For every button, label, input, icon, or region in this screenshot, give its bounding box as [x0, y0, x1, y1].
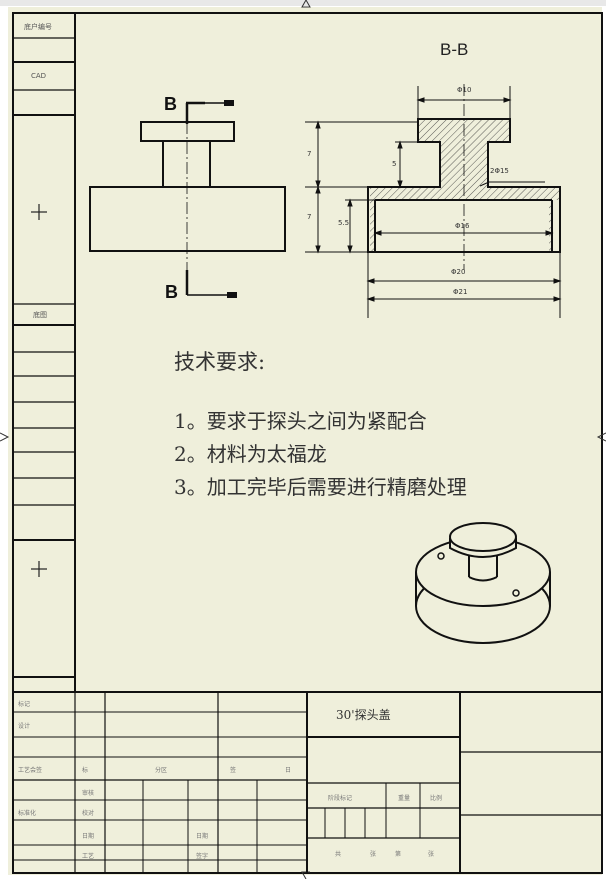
part-name: 30'探头盖 [336, 708, 391, 722]
tech-req-item: 1。要求于探头之间为紧配合 [174, 409, 427, 433]
registration-crosshairs [31, 204, 47, 577]
svg-text:共: 共 [335, 850, 341, 858]
dim-body-diameter: Φ20 [451, 268, 466, 276]
section-cut-top [185, 100, 234, 124]
svg-text:标记: 标记 [18, 700, 30, 708]
svg-text:阶段标记: 阶段标记 [328, 794, 352, 802]
section-title: B-B [440, 40, 469, 59]
svg-text:分区: 分区 [155, 766, 167, 774]
svg-text:工艺会签: 工艺会签 [18, 766, 42, 774]
svg-text:日: 日 [285, 767, 291, 774]
svg-text:张: 张 [428, 850, 434, 858]
svg-text:重量: 重量 [398, 794, 410, 802]
front-view-body [89, 186, 286, 252]
dim-top-diameter: Φ10 [457, 86, 472, 94]
dim-height-neck: 5 [392, 160, 397, 168]
svg-text:张: 张 [370, 850, 376, 858]
section-hatch [370, 119, 560, 252]
svg-text:第: 第 [395, 850, 401, 858]
strip-label-cad: CAD [31, 72, 47, 80]
dim-height-total: 7 [307, 150, 312, 158]
dim-height-body: 5.5 [338, 219, 350, 227]
paper-background [8, 7, 602, 875]
dim-neck-diameter: 2Φ15 [490, 167, 509, 175]
svg-text:审核: 审核 [82, 789, 94, 797]
svg-text:签: 签 [230, 766, 236, 774]
left-strip-cells [13, 37, 75, 678]
svg-text:日期: 日期 [196, 832, 208, 840]
svg-text:日期: 日期 [82, 832, 94, 840]
dim-outer-diameter: Φ21 [453, 288, 468, 296]
isometric-view [415, 522, 551, 644]
tech-req-item: 2。材料为太福龙 [174, 442, 327, 466]
tech-req-item: 3。加工完毕后需要进行精磨处理 [174, 475, 467, 499]
tech-req-heading: 技术要求: [174, 350, 266, 374]
svg-text:校对: 校对 [82, 809, 94, 817]
svg-text:标准化: 标准化 [18, 809, 36, 817]
svg-text:比例: 比例 [430, 794, 442, 802]
strip-label-top: 底户编号 [24, 23, 52, 31]
svg-text:签字: 签字 [196, 852, 208, 860]
dimension-lines [305, 86, 562, 318]
title-block-grid [13, 691, 602, 873]
svg-text:设计: 设计 [18, 722, 30, 730]
strip-label-mid: 底图 [33, 311, 47, 319]
section-marker-bottom: B [165, 282, 178, 302]
dim-height-upper: 7 [307, 213, 312, 221]
section-cut-bottom [185, 270, 237, 298]
svg-text:工艺: 工艺 [82, 852, 94, 860]
svg-text:标: 标 [82, 766, 88, 774]
dim-bore-diameter: Φ16 [455, 222, 470, 230]
section-marker-top: B [164, 94, 177, 114]
